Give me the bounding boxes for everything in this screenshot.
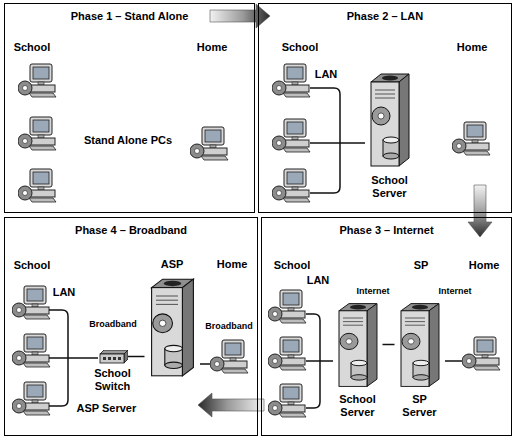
server-icon: SP Server [395, 300, 445, 390]
section-label: Home [457, 41, 488, 54]
server-symbol [333, 300, 383, 390]
pc-icon [272, 119, 310, 152]
panel-title: Phase 4 – Broadband [5, 223, 257, 237]
pc-icons [12, 64, 500, 417]
section-label: Home [197, 41, 228, 54]
pc-icon [462, 337, 500, 370]
section-label: School [274, 259, 311, 272]
server-icon: School Server [333, 300, 383, 390]
label-slot: Home [469, 259, 500, 272]
pc-icon [12, 334, 50, 367]
node-caption: School Switch [91, 367, 135, 393]
icon [371, 74, 409, 166]
pc-icon [12, 382, 50, 415]
label-slot: Internet [438, 286, 471, 296]
node-caption: ASP Server [77, 402, 137, 415]
pc-icon [18, 169, 56, 202]
link-label: Internet [356, 286, 389, 296]
node-caption: School Server [336, 393, 380, 419]
label-slot: School [282, 41, 319, 54]
label-slot: School [14, 259, 51, 272]
label-slot: Home [217, 258, 248, 271]
caption-slot: SP Server [398, 393, 442, 419]
label-slot: School [274, 259, 311, 272]
icon [339, 303, 377, 386]
network-link [383, 344, 395, 346]
server-icon: ASP Server [145, 275, 200, 380]
node-caption: School Server [368, 174, 412, 200]
caption-slot: ASP Server [77, 402, 137, 415]
pc-icon [268, 384, 306, 417]
label-slot: Broadband [87, 318, 139, 328]
lan-wire [49, 357, 98, 359]
label-slot: Broadband [205, 321, 253, 331]
phase-panel: Phase 1 – Stand Alone [4, 3, 255, 213]
internet-wire [445, 360, 462, 362]
caption-slot: School Server [336, 393, 380, 419]
caption-slot: School Server [368, 174, 412, 200]
link-label: Broadband [205, 321, 253, 331]
phase-arrow [198, 393, 264, 417]
label-slot: LAN [307, 274, 330, 287]
panel-title: Phase 2 – LAN [259, 9, 511, 23]
pc-icon [210, 340, 248, 373]
section-label: School [14, 259, 51, 272]
node-caption: SP Server [398, 393, 442, 419]
label-slot: LAN [53, 286, 76, 299]
network-label: LAN [307, 274, 330, 287]
pc-icon [272, 169, 310, 202]
lan-wire [310, 142, 365, 144]
link-label: Broadband [87, 318, 139, 328]
pc-icon [272, 64, 310, 97]
phase-arrow [210, 4, 270, 28]
server-icon: School Server [365, 70, 415, 170]
icon [151, 279, 193, 376]
switch-symbol [98, 350, 128, 364]
label-slot: Home [457, 41, 488, 54]
label-slot: LAN [315, 68, 338, 81]
server-symbol [365, 70, 415, 170]
server-symbol [395, 300, 445, 390]
network-label: LAN [53, 286, 76, 299]
network-link [128, 356, 145, 358]
network-label: LAN [315, 68, 338, 81]
label-slot: SP [414, 259, 429, 272]
label-slot: School [14, 41, 51, 54]
pc-icon [190, 127, 228, 160]
icon [401, 303, 439, 386]
phase-panel: Phase 2 – LAN School Server [258, 3, 512, 213]
panel-title: Phase 1 – Stand Alone [5, 9, 254, 23]
phase-arrow [468, 185, 492, 237]
label-slot: Stand Alone PCs [84, 134, 172, 147]
link-label: Internet [438, 286, 471, 296]
section-label: Home [469, 259, 500, 272]
server-symbol [145, 275, 200, 380]
pc-icon [268, 337, 306, 370]
note-label: Stand Alone PCs [84, 134, 172, 147]
section-label: School [14, 41, 51, 54]
lan-wire [310, 88, 340, 193]
phase-panel: Phase 3 – InternetSchool ServerSP Server [261, 217, 512, 436]
pc-icon [12, 286, 50, 319]
pc-icon [268, 290, 306, 323]
label-slot: Home [197, 41, 228, 54]
section-label: School [282, 41, 319, 54]
broadband-wire [200, 363, 210, 365]
label-slot: ASP [161, 258, 184, 271]
switch-icon: School Switch [98, 350, 128, 364]
lan-wire [306, 360, 333, 362]
panel-title: Phase 3 – Internet [262, 223, 511, 237]
label-slot: Internet [356, 286, 389, 296]
pc-icon [18, 64, 56, 97]
section-label: Home [217, 258, 248, 271]
caption-slot: School Switch [91, 367, 135, 393]
pc-icon [18, 117, 56, 150]
section-label: SP [414, 259, 429, 272]
icon [100, 350, 128, 363]
pc-icon [452, 122, 490, 155]
section-label: ASP [161, 258, 184, 271]
